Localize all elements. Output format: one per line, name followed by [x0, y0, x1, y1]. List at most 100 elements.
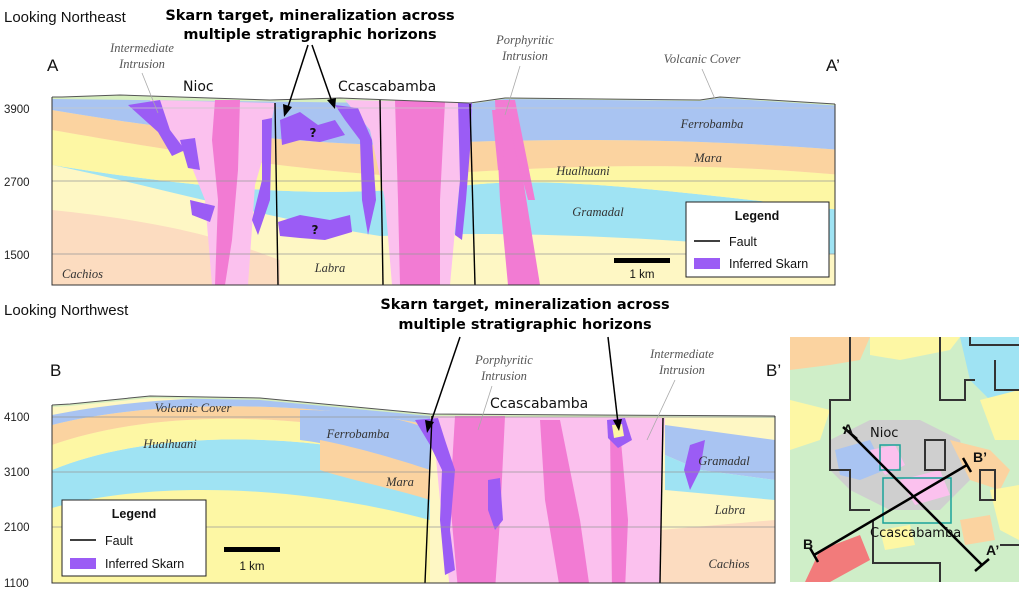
- ferrobamba-layer: [300, 410, 430, 470]
- section-end-a: A: [47, 56, 59, 75]
- scale-bar: [614, 258, 670, 263]
- boundary-line: [829, 337, 870, 511]
- map-unit: [980, 390, 1019, 440]
- map-label-a-prime: A’: [986, 542, 999, 558]
- fault-line: [274, 102, 279, 286]
- cachios-layer: [660, 520, 775, 583]
- skarn-body: [455, 103, 472, 240]
- section-a: Looking Northeast Skarn target, minerali…: [4, 8, 840, 286]
- fault-line: [379, 99, 384, 286]
- fault-line: [659, 417, 664, 584]
- unit-label-ferrobamba: Ferrobamba: [680, 117, 744, 131]
- map-label-ccascabamba: Ccascabamba: [870, 526, 961, 541]
- section-line-a: [849, 432, 983, 566]
- legend-fault-label: Fault: [105, 534, 133, 548]
- porphyritic-intrusion-label: Intrusion: [480, 369, 527, 383]
- view-direction-label: Looking Northwest: [4, 302, 129, 319]
- leader-line: [646, 379, 676, 441]
- fault-line: [424, 415, 433, 584]
- unit-label-gramadal: Gramadal: [698, 454, 750, 468]
- map-unit: [880, 525, 915, 550]
- unit-label-volcanic-cover: Volcanic Cover: [155, 401, 232, 415]
- scale-label: 1 km: [630, 269, 655, 281]
- scale-bar-b: 1 km: [224, 547, 280, 573]
- nioc-outline: [879, 444, 901, 471]
- leader-line: [141, 72, 159, 114]
- arrow-head: [283, 104, 292, 117]
- section-tick: [961, 457, 973, 473]
- target-arrow: [311, 44, 333, 103]
- elevation-label: 2700: [4, 177, 30, 189]
- porphyritic-intrusion-label: Porphyritic: [495, 33, 554, 47]
- ccascabamba-intrusion-core: [395, 100, 445, 285]
- skarn-body: [190, 200, 215, 222]
- intermediate-intrusion-body: [150, 100, 275, 285]
- section-b: Looking Northwest Skarn target, minerali…: [4, 297, 781, 590]
- mara-layer: [320, 440, 430, 500]
- map-label-b-prime: B’: [973, 449, 987, 465]
- legend-title: Legend: [735, 209, 779, 223]
- skarn-body: [684, 440, 705, 490]
- legend-skarn-swatch: [70, 558, 96, 569]
- question-mark: ?: [312, 223, 319, 237]
- section-frame: [51, 97, 836, 286]
- boundary-line: [872, 520, 941, 582]
- unit-label-hualhuani: Hualhuani: [142, 437, 197, 451]
- boundary-line: [924, 439, 946, 471]
- topography-line: [51, 395, 776, 417]
- skarn-body: [280, 112, 345, 145]
- legend-skarn-label: Inferred Skarn: [105, 557, 184, 571]
- section-tick: [842, 426, 858, 440]
- intermediate-intrusion-label: Intermediate: [109, 41, 174, 55]
- unit-label-hualhuani: Hualhuani: [555, 164, 610, 178]
- elevation-label: 3900: [4, 104, 30, 116]
- leader-line: [701, 68, 716, 100]
- arrow-head: [425, 420, 434, 433]
- elevation-label: 1500: [4, 250, 30, 262]
- map-label-nioc: Nioc: [870, 426, 898, 441]
- legend-b: Legend Fault Inferred Skarn: [61, 499, 207, 577]
- place-label-ccascabamba: Ccascabamba: [338, 79, 436, 95]
- leader-line: [477, 385, 493, 431]
- unit-label-labra: Labra: [714, 503, 746, 517]
- porphyritic-dike: [492, 110, 505, 170]
- skarn-body: [335, 105, 376, 235]
- section-end-b-prime: B’: [766, 361, 781, 380]
- legend-title: Legend: [112, 507, 156, 521]
- place-label-ccascabamba: Ccascabamba: [490, 396, 588, 412]
- inset-map: A A’ B B’ Nioc Ccascabamba: [790, 337, 1019, 582]
- map-label-a: A: [843, 421, 853, 437]
- skarn-core: [612, 424, 624, 438]
- map-unit: [960, 515, 995, 545]
- scale-bar-a: 1 km: [614, 258, 670, 281]
- fault-line: [469, 103, 476, 286]
- section-a-strata: [52, 95, 835, 285]
- intrusion-core: [212, 100, 240, 285]
- map-intrusion: [870, 445, 905, 475]
- unit-label-mara: Mara: [385, 475, 414, 489]
- map-unit: [805, 535, 870, 582]
- intermediate-intrusion-label: Intrusion: [658, 363, 705, 377]
- topography-line: [52, 94, 836, 105]
- porphyritic-dike: [505, 100, 535, 200]
- target-label-line-1: Skarn target, mineralization across: [380, 297, 669, 313]
- legend-fault-label: Fault: [729, 235, 757, 249]
- arrow-head: [613, 419, 622, 431]
- section-end-b: B: [50, 361, 61, 380]
- skarn-body: [180, 138, 200, 170]
- skarn-body: [488, 478, 503, 530]
- elevation-label: 3100: [4, 467, 30, 479]
- section-end-a-prime: A’: [826, 56, 840, 75]
- boundary-line: [994, 360, 1019, 391]
- section-tick: [808, 547, 820, 563]
- unit-label-cachios: Cachios: [709, 557, 750, 571]
- skarn-body: [252, 118, 272, 235]
- intermediate-intrusion-label: Intrusion: [118, 57, 165, 71]
- target-arrow: [429, 336, 461, 426]
- unit-label-gramadal: Gramadal: [572, 205, 624, 219]
- unit-label-cachios: Cachios: [62, 267, 103, 281]
- intrusion-core: [610, 430, 628, 583]
- porphyritic-intrusion-body: [495, 100, 540, 285]
- scale-label: 1 km: [240, 561, 265, 573]
